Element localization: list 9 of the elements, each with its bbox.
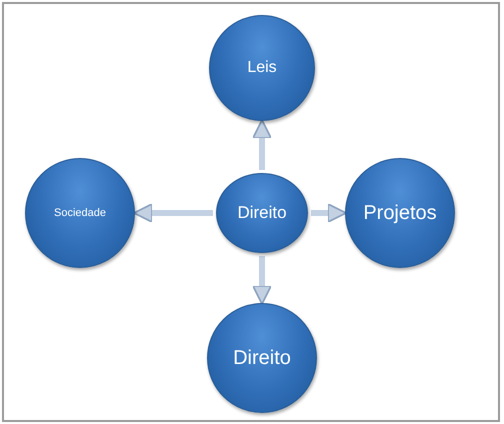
block-arrow: [252, 256, 272, 305]
block-arrow: [133, 203, 213, 223]
node-label: Projetos: [363, 202, 437, 224]
node-label: Leis: [247, 59, 277, 77]
block-arrow: [252, 119, 272, 170]
node-label: Direito: [233, 346, 291, 370]
node-label: Direito: [237, 203, 287, 223]
node-label: Sociedade: [54, 207, 106, 219]
block-arrow: [311, 203, 347, 223]
